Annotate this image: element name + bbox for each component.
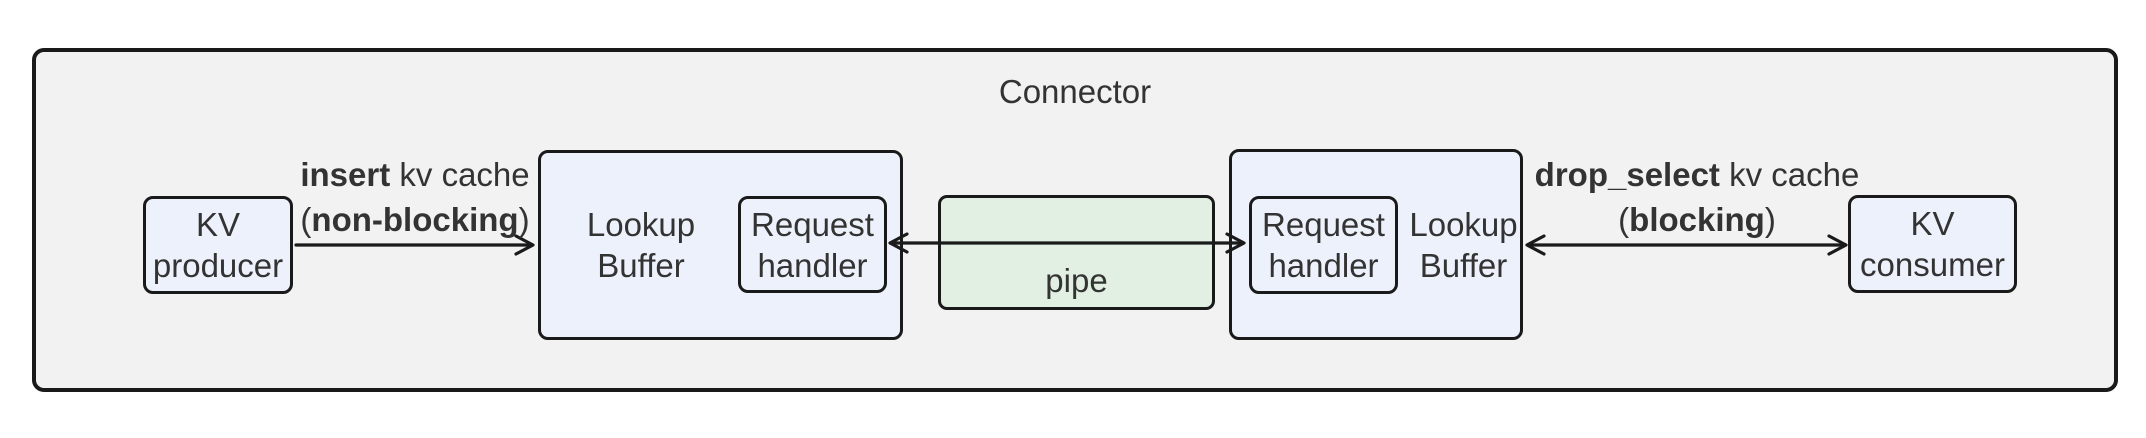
request-handler-right-line1: Request [1262, 206, 1385, 243]
request-handler-right-line2: handler [1268, 247, 1379, 284]
edge-label-insert-line1: insert kv cache [215, 152, 615, 197]
node-lookup-buffer-left: Lookup Buffer Request handler [538, 150, 903, 340]
lookup-buffer-right-line1: Lookup [1409, 205, 1518, 243]
edge-label-drop-line1: drop_select kv cache [1477, 152, 1917, 197]
node-kv-producer: KV producer [143, 196, 293, 294]
node-kv-consumer-label-line2: consumer [1860, 246, 2005, 283]
request-handler-left-line2: handler [757, 246, 868, 284]
node-kv-producer-label-line1: KV [195, 206, 241, 243]
edge-label-insert-line2: (non-blocking) [300, 201, 530, 238]
edge-insert-rest: kv cache [390, 156, 530, 193]
connector-title: Connector [998, 73, 1152, 110]
edge-drop-keyword: drop_select [1534, 156, 1720, 193]
edge-drop-rest: kv cache [1719, 156, 1860, 193]
node-request-handler-left: Request handler [738, 196, 887, 293]
edge-label-insert: insert kv cache (non-blocking) [215, 152, 615, 242]
edge-insert-keyword: insert [300, 156, 391, 193]
edge-label-drop-line2: (blocking) [1618, 201, 1776, 238]
request-handler-left-line1: Request [751, 205, 874, 243]
node-pipe: pipe [938, 195, 1215, 310]
edge-label-drop-select: drop_select kv cache (blocking) [1477, 152, 1917, 242]
node-lookup-buffer-right: Request handler Lookup Buffer [1229, 149, 1523, 340]
node-lookup-buffer-left-label: Lookup Buffer [541, 153, 741, 337]
edge-insert-mode: non-blocking [311, 201, 519, 238]
node-kv-producer-label-line2: producer [152, 247, 284, 284]
lookup-buffer-left-line1: Lookup [586, 206, 696, 243]
edge-drop-mode: blocking [1629, 201, 1765, 238]
node-lookup-buffer-right-label: Lookup Buffer [1401, 152, 1526, 337]
node-request-handler-right: Request handler [1249, 196, 1398, 294]
lookup-buffer-right-line2: Buffer [1419, 246, 1508, 284]
lookup-buffer-left-line2: Buffer [597, 247, 685, 284]
node-kv-consumer: KV consumer [1848, 195, 2017, 293]
node-kv-consumer-label-line1: KV [1910, 205, 1955, 242]
node-pipe-label: pipe [1045, 262, 1108, 299]
